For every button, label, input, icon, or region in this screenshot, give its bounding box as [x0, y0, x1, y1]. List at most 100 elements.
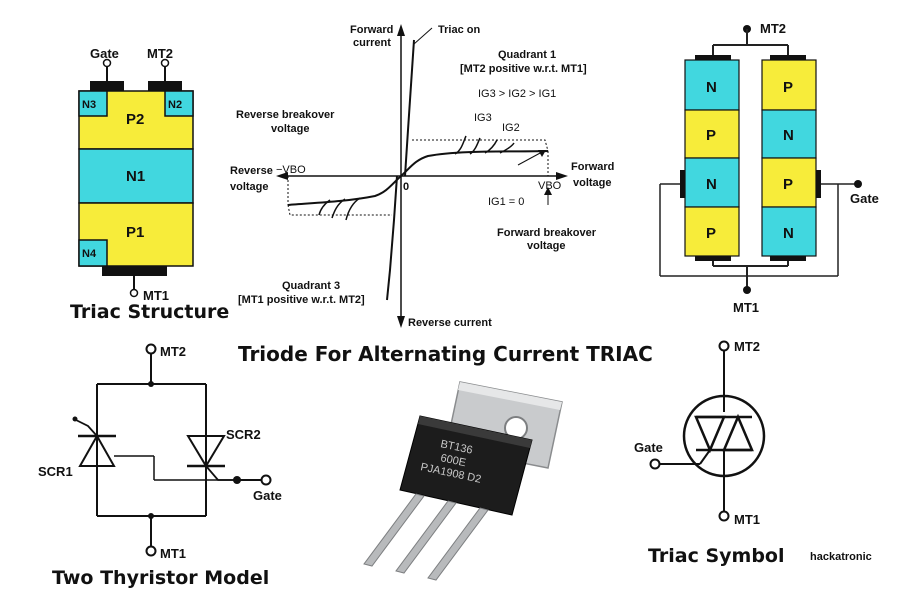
- vbo-label: VBO: [538, 180, 562, 192]
- neg-vbo-label: −VBO: [276, 164, 306, 176]
- triac-symbol: MT2 Gate MT1 Triac Symbol hackatronic: [634, 339, 872, 567]
- package-marking-2: 600E: [439, 452, 467, 469]
- right-layer-2: N: [783, 127, 794, 144]
- lead-3: [427, 507, 489, 581]
- vi-characteristic: Forward current Triac on Quadrant 1 [MT2…: [230, 24, 614, 329]
- bt136-package: BT136 600E PJA1908 D2: [363, 381, 563, 581]
- quadrant3-curve: [287, 175, 402, 206]
- forward-current-arrow: [397, 24, 405, 36]
- n3-label: N3: [82, 99, 96, 111]
- quadrant3-label: Quadrant 3: [282, 280, 340, 292]
- model-mt2-label: MT2: [160, 344, 186, 359]
- reverse-breakover-label-1: Reverse breakover: [236, 109, 335, 121]
- layers-mt1-label: MT1: [733, 300, 759, 315]
- scr2-label: SCR2: [226, 427, 261, 442]
- n4-label: N4: [82, 248, 97, 260]
- quadrant3-note: [MT1 positive w.r.t. MT2]: [238, 294, 365, 306]
- mt2-terminal: [160, 58, 170, 68]
- model-mt2-terminal: [145, 343, 157, 355]
- symbol-mt1-label: MT1: [734, 512, 760, 527]
- symbol-triangle-up: [722, 413, 754, 452]
- gate-order-label: IG3 > IG2 > IG1: [478, 88, 556, 100]
- lead-2: [395, 500, 457, 574]
- symbol-triangle-down: [694, 415, 726, 454]
- symbol-mt1-terminal: [718, 510, 730, 522]
- scr1-label: SCR1: [38, 464, 73, 479]
- scr1-gate-lead: [75, 419, 98, 437]
- ig3-curve: [454, 135, 467, 155]
- two-stack-layers: MT2 N P N P P N P N Gate MT: [659, 21, 879, 315]
- p1-label: P1: [126, 224, 144, 241]
- forward-breakover-label-1: Forward breakover: [497, 227, 597, 239]
- reverse-breakover-label-2: voltage: [271, 123, 310, 135]
- n4-region: [78, 239, 108, 267]
- page-title: Triode For Alternating Current TRIAC: [238, 342, 653, 366]
- reverse-current-label: Reverse current: [408, 317, 492, 329]
- reverse-current-arrow: [397, 316, 405, 328]
- right-n-bottom: [761, 206, 817, 257]
- ig3-label: IG3: [474, 112, 492, 124]
- mt2-contact: [148, 81, 182, 91]
- model-gate-terminal: [260, 474, 272, 486]
- model-mt1-terminal: [145, 545, 157, 557]
- origin-label: 0: [403, 181, 409, 193]
- structure-gate-label: Gate: [90, 46, 119, 61]
- scr2-gate-lead: [205, 465, 237, 481]
- right-layer-1: P: [783, 79, 793, 96]
- n2-region: [164, 90, 194, 117]
- symbol-gate-terminal: [649, 458, 661, 470]
- forward-current-label-2: current: [353, 37, 391, 49]
- layers-mt1-terminal: [743, 286, 751, 294]
- model-mt1-label: MT1: [160, 546, 186, 561]
- triac-on-line: [404, 39, 415, 177]
- quadrant1-note: [MT2 positive w.r.t. MT1]: [460, 63, 587, 75]
- reverse-voltage-arrow: [276, 172, 288, 180]
- layers-gate-label: Gate: [850, 191, 879, 206]
- left-layer-3: N: [706, 176, 717, 193]
- left-layer-1: N: [706, 79, 717, 96]
- gate-contact: [90, 81, 124, 91]
- reverse-voltage-label-2: voltage: [230, 181, 269, 193]
- right-n-upper: [761, 109, 817, 159]
- model-caption: Two Thyristor Model: [52, 567, 269, 589]
- gate-terminal: [102, 58, 112, 68]
- forward-voltage-arrow: [556, 172, 568, 180]
- left-p-bottom: [684, 206, 740, 257]
- n3-region: [78, 90, 108, 117]
- ig2-curve: [484, 139, 498, 154]
- structure-mt2-label: MT2: [147, 46, 173, 61]
- quadrant3-on-line: [386, 175, 398, 301]
- watermark: hackatronic: [810, 551, 872, 563]
- lead-1: [363, 493, 425, 567]
- symbol-mt2-terminal: [718, 340, 730, 352]
- right-p-top: [761, 59, 817, 111]
- right-layer-4: N: [783, 225, 794, 242]
- reverse-voltage-label-1: Reverse: [230, 165, 273, 177]
- scr1-diode: [78, 433, 116, 467]
- quadrant1-curve: [400, 150, 549, 177]
- forward-voltage-label-1: Forward: [571, 161, 614, 173]
- forward-breakover-label-2: voltage: [527, 240, 566, 252]
- forward-current-label-1: Forward: [350, 24, 393, 36]
- layers-mt2-label: MT2: [760, 21, 786, 36]
- left-p-upper: [684, 109, 740, 159]
- model-gate-label: Gate: [253, 488, 282, 503]
- mt1-contact: [102, 266, 167, 276]
- right-layer-3: P: [783, 176, 793, 193]
- forward-voltage-label-2: voltage: [573, 177, 612, 189]
- two-thyristor-model: MT2 SCR1 SCR2 Gate MT1 Two Thyristor Mod…: [38, 343, 282, 589]
- right-p-lower: [761, 157, 817, 208]
- quadrant1-label: Quadrant 1: [498, 49, 556, 61]
- n2-label: N2: [168, 99, 182, 111]
- structure-mt1-label: MT1: [143, 288, 169, 303]
- n1-layer: [78, 148, 194, 204]
- n1-label: N1: [126, 168, 145, 185]
- symbol-caption: Triac Symbol: [648, 545, 785, 567]
- layers-gate-terminal: [854, 180, 862, 188]
- mt1-terminal: [129, 288, 139, 298]
- scr2-diode: [186, 435, 226, 468]
- left-layer-2: P: [706, 127, 716, 144]
- left-layer-4: P: [706, 225, 716, 242]
- symbol-gate-label: Gate: [634, 440, 663, 455]
- ig1-zero-label: IG1 = 0: [488, 196, 524, 208]
